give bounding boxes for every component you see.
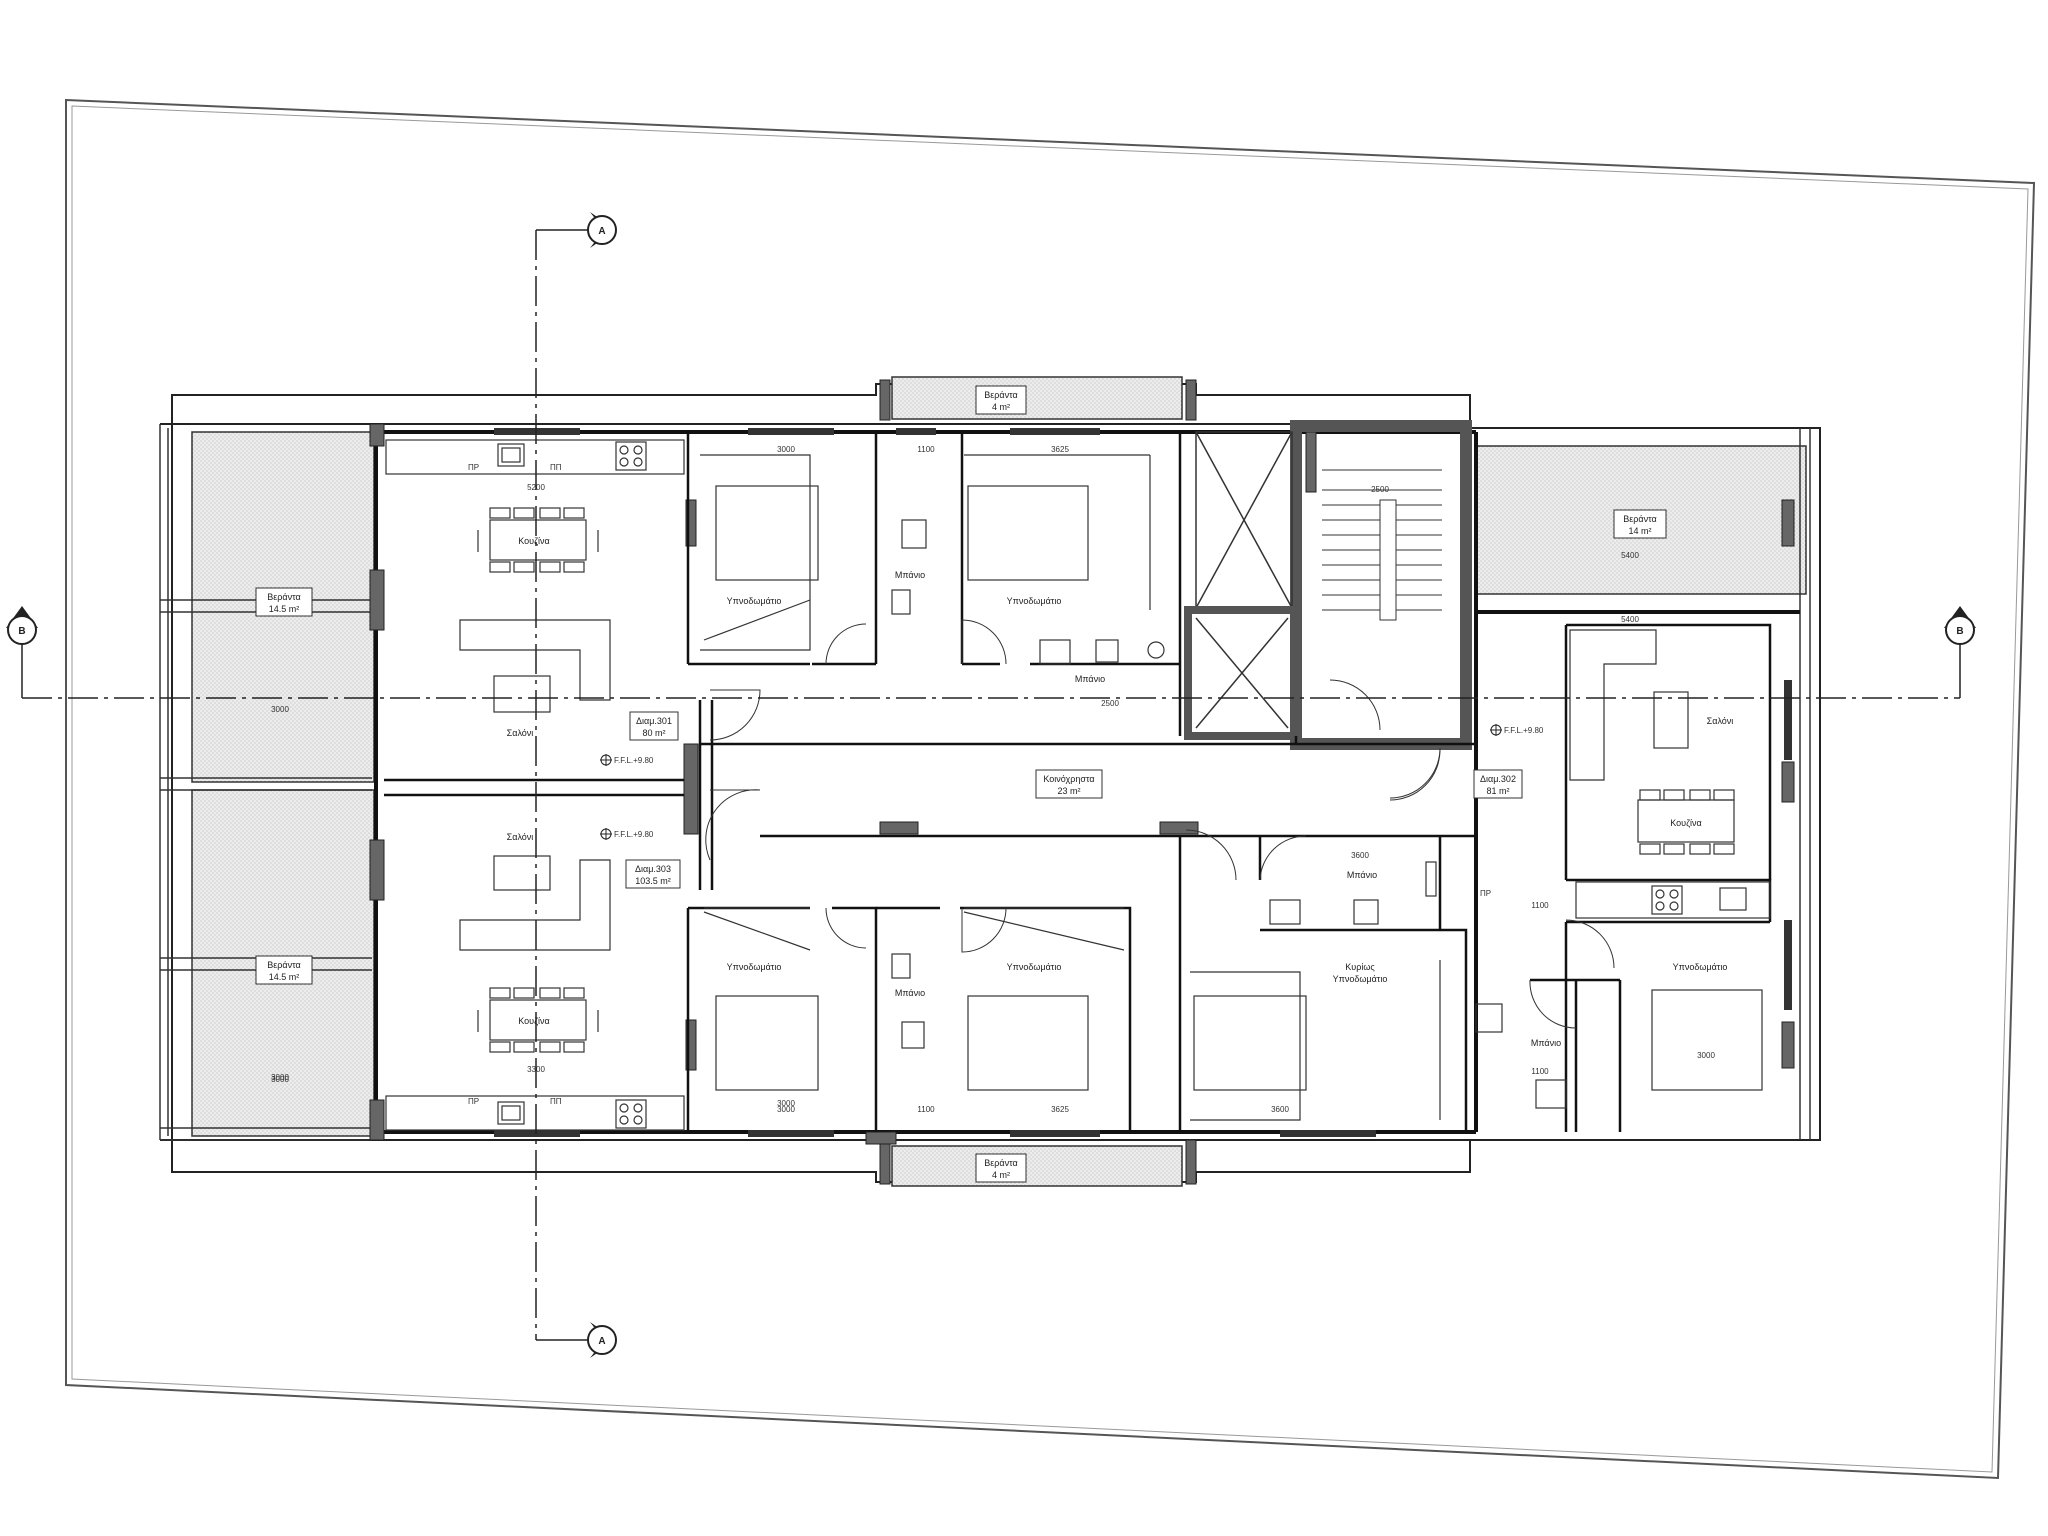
stair-core: [1290, 420, 1472, 750]
balcony-left-top-area: 14.5 m²: [269, 604, 300, 614]
room-bedroom-top-1: Υπνοδωμάτιο: [727, 596, 782, 606]
dim-3000-b: 3000: [271, 705, 289, 714]
label-fridge-right: ΠΡ: [1480, 889, 1491, 898]
dim-5200: 5200: [527, 483, 545, 492]
balcony-bottom-center-area: 4 m²: [992, 1170, 1010, 1180]
room-kitchen-bottom: Κουζίνα: [518, 1016, 550, 1026]
section-marker-bottom-label: A: [598, 1336, 605, 1347]
room-living-bottom: Σαλόνι: [507, 832, 534, 842]
dim-1100-b: 1100: [917, 1105, 935, 1114]
dim-3600-b: 3600: [1351, 851, 1369, 860]
balcony-top-center-name: Βεράντα: [984, 390, 1017, 400]
balcony-bottom-center-name: Βεράντα: [984, 1158, 1017, 1168]
balcony-left-bottom-name: Βεράντα: [267, 960, 300, 970]
dim-2500: 2500: [1371, 485, 1389, 494]
elevation-marker-right-label: B: [1956, 626, 1963, 637]
corridor-name: Κοινόχρηστα: [1043, 774, 1094, 784]
elevation-marker-left-label: B: [18, 626, 25, 637]
room-bath-bottom-1: Μπάνιο: [895, 988, 925, 998]
apt-303-name: Διαμ.303: [635, 864, 671, 874]
apt-303-area: 103.5 m²: [635, 876, 671, 886]
dim-3000-g: 3000: [777, 1099, 795, 1108]
balcony-top-right-area: 14 m²: [1628, 526, 1651, 536]
dim-2500-b: 2500: [1101, 699, 1119, 708]
apt-301-name: Διαμ.301: [636, 716, 672, 726]
dim-3000-e: 3000: [1697, 1051, 1715, 1060]
apt-301-area: 80 m²: [642, 728, 665, 738]
room-bath-right: Μπάνιο: [1531, 1038, 1561, 1048]
room-kitchen-right: Κουζίνα: [1670, 818, 1702, 828]
dim-3000-d: 3000: [777, 1105, 795, 1114]
dim-5400-a: 5400: [1621, 551, 1639, 560]
balcony-top-center-area: 4 m²: [992, 402, 1010, 412]
balcony-bottom-center: [891, 1145, 1183, 1187]
label-washer-top: ΠΠ: [550, 463, 562, 472]
room-bedroom-bottom-2: Υπνοδωμάτιο: [1007, 962, 1062, 972]
label-fridge-top: ΠΡ: [468, 463, 479, 472]
room-bath-top-2: Μπάνιο: [1075, 674, 1105, 684]
apt-302-name: Διαμ.302: [1480, 774, 1516, 784]
corridor-area: 23 m²: [1057, 786, 1080, 796]
dim-3600-a: 3600: [1271, 1105, 1289, 1114]
room-bedroom-bottom-1: Υπνοδωμάτιο: [727, 962, 782, 972]
level-mark-right: F.F.L.+9.80: [1504, 726, 1544, 735]
room-living-right: Σαλόνι: [1707, 716, 1734, 726]
room-bedroom-top-2: Υπνοδωμάτιο: [1007, 596, 1062, 606]
apt-302-area: 81 m²: [1486, 786, 1509, 796]
level-mark-top: F.F.L.+9.80: [614, 756, 654, 765]
dim-1100-c: 1100: [1531, 901, 1549, 910]
dim-3625-a: 3625: [1051, 445, 1069, 454]
balcony-top-right-name: Βεράντα: [1623, 514, 1656, 524]
dim-5400-b: 5400: [1621, 615, 1639, 624]
dim-3000-a: 3000: [777, 445, 795, 454]
dim-1100-a: 1100: [917, 445, 935, 454]
section-marker-top-label: A: [598, 226, 605, 237]
dim-3000-f: 3000: [271, 1073, 289, 1082]
plot-boundary: [65, 98, 2036, 1480]
room-living-top: Σαλόνι: [507, 728, 534, 738]
dim-3625-b: 3625: [1051, 1105, 1069, 1114]
elevation-marker-left: B: [6, 606, 38, 645]
label-fridge-bottom: ΠΡ: [468, 1097, 479, 1106]
balcony-left-top-name: Βεράντα: [267, 592, 300, 602]
dim-3300: 3300: [527, 1065, 545, 1074]
dim-1100-d: 1100: [1531, 1067, 1549, 1076]
level-mark-bottom: F.F.L.+9.80: [614, 830, 654, 839]
section-marker-top: A: [587, 212, 617, 248]
room-master-line1: Κυρίως: [1345, 962, 1375, 972]
balcony-top-center: [891, 376, 1183, 420]
room-bath-bottom-2: Μπάνιο: [1347, 870, 1377, 880]
room-bath-top-1: Μπάνιο: [895, 570, 925, 580]
balcony-left-bottom-area: 14.5 m²: [269, 972, 300, 982]
room-bedroom-right: Υπνοδωμάτιο: [1673, 962, 1728, 972]
dim-3000-c: 3000: [271, 1075, 289, 1084]
room-kitchen-top: Κουζίνα: [518, 536, 550, 546]
section-marker-bottom: A: [587, 1322, 617, 1358]
elevation-marker-right: B: [1944, 606, 1976, 645]
label-washer-bottom: ΠΠ: [550, 1097, 562, 1106]
room-master-line2: Υπνοδωμάτιο: [1333, 974, 1388, 984]
